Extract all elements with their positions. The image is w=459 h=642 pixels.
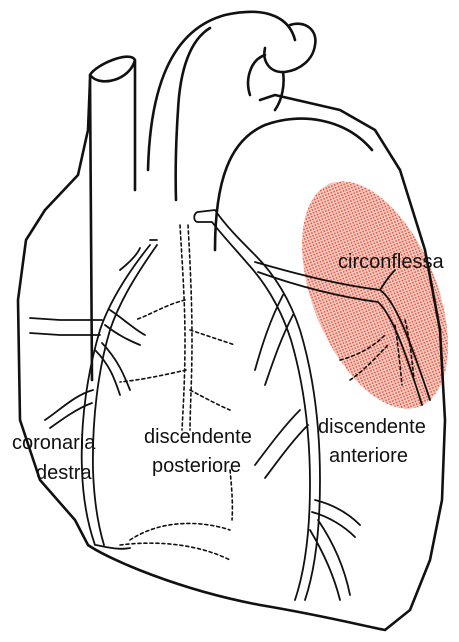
label-right-coronary-line1: coronaria — [12, 432, 96, 454]
label-circumflex: circonflessa — [338, 251, 444, 273]
label-anterior-descending-line1: discendente — [318, 416, 426, 438]
right-coronary-vessel — [30, 240, 157, 549]
highlight-zone — [273, 161, 459, 430]
label-posterior-descending-line2: posteriore — [152, 455, 241, 477]
label-right-coronary-line2: destra — [36, 462, 92, 484]
pulmonary-artery — [90, 57, 135, 380]
label-posterior-descending-line1: discendente — [144, 426, 252, 448]
label-anterior-descending-line2: anteriore — [329, 445, 408, 467]
aorta — [148, 12, 315, 200]
